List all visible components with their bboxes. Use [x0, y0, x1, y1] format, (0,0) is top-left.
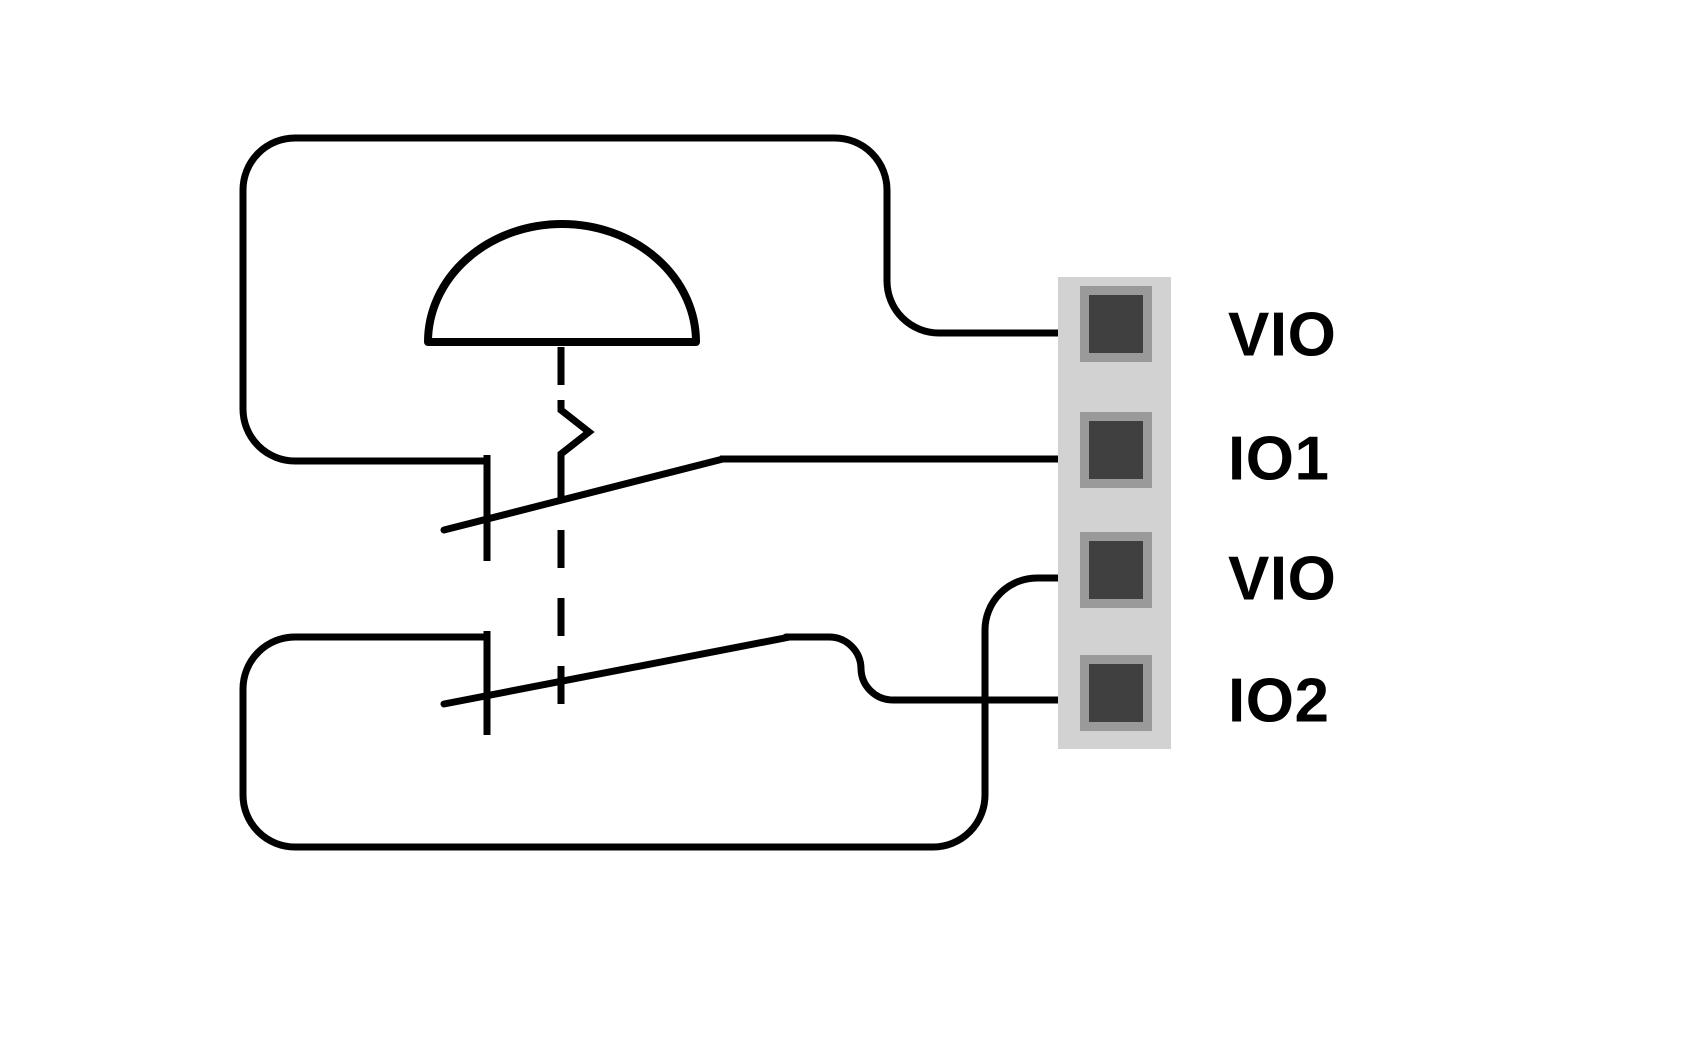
pin-label-1: VIO [1228, 300, 1336, 369]
connector-pin-4[interactable] [1080, 655, 1152, 731]
contact-upper-blade [440, 455, 727, 534]
io2-lead-wire [782, 633, 1114, 704]
connector-pin-3[interactable] [1080, 532, 1152, 608]
pin-label-3: VIO [1228, 544, 1336, 613]
pin-label-4: IO2 [1228, 666, 1329, 735]
pin-label-2: IO1 [1228, 424, 1329, 493]
lower-enclosure-wire [239, 574, 1114, 851]
dome-pushbutton-actuator [424, 220, 700, 346]
connector-pin-1[interactable] [1080, 286, 1152, 362]
spring-return-chevron-icon [557, 400, 595, 462]
connector-pin-2[interactable] [1080, 412, 1152, 488]
contact-lower-blade [440, 633, 794, 708]
upper-enclosure-wire [239, 134, 1114, 465]
